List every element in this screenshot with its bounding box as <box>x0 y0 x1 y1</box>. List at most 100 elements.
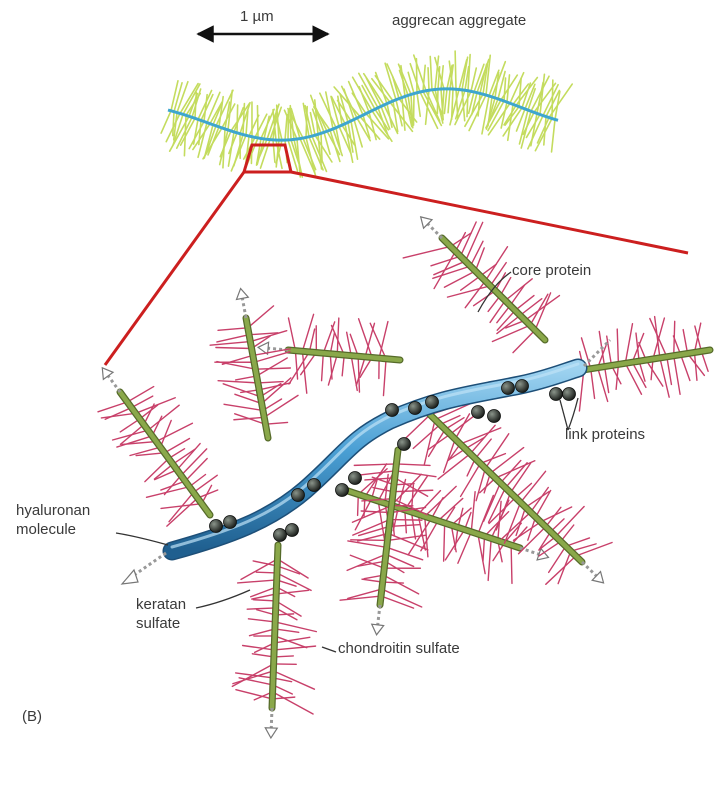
chondroitin-sulfate-chain <box>591 369 595 399</box>
continuation-arrowhead <box>236 288 248 299</box>
link-protein <box>502 382 515 395</box>
chondroitin-sulfate-chain <box>354 464 396 465</box>
chondroitin-sulfate-chain <box>254 352 290 363</box>
link-protein <box>563 388 576 401</box>
chondroitin-sulfate-chain <box>253 349 291 356</box>
chondroitin-sulfate-chain <box>646 360 663 386</box>
chondroitin-sulfate-chain <box>156 423 192 441</box>
chondroitin-sulfate-chain <box>328 354 337 385</box>
chondroitin-sulfate-chain <box>674 356 680 395</box>
link-protein <box>308 479 321 492</box>
overview-bristle <box>273 140 275 162</box>
chondroitin-sulfate-chain <box>224 404 263 410</box>
chondroitin-sulfate-chain <box>405 476 428 510</box>
link-proteins-label: link proteins <box>565 426 645 444</box>
chondroitin-sulfate-chain <box>625 363 641 394</box>
chondroitin-sulfate-chain <box>461 276 481 290</box>
chondroitin-sulfate-chain <box>381 596 414 608</box>
chondroitin-sulfate-chain <box>167 498 198 526</box>
chondroitin-sulfate-chain <box>276 590 308 594</box>
overview-bristle <box>437 89 438 113</box>
chondroitin-sulfate-chain <box>274 646 315 650</box>
chondroitin-sulfate-chain <box>360 471 396 475</box>
chondroitin-sulfate-chain <box>476 468 485 500</box>
chondroitin-sulfate-chain <box>258 382 283 383</box>
chondroitin-sulfate-chain <box>490 301 505 323</box>
link-protein <box>210 520 223 533</box>
chondroitin-sulfate-chain <box>289 352 309 384</box>
chondroitin-sulfate-chain <box>160 420 171 447</box>
chondroitin-sulfate-chain <box>395 478 428 496</box>
chondroitin-sulfate-chain <box>337 318 339 354</box>
continuation-arrowhead <box>372 624 384 635</box>
chondroitin-sulfate-chain <box>243 645 275 649</box>
chondroitin-sulfate-chain <box>147 487 190 498</box>
chondroitin-sulfate-chain <box>396 471 436 477</box>
overview-bristle <box>417 93 420 117</box>
aggregate-overview <box>161 51 572 177</box>
aggregate-title: aggrecan aggregate <box>392 12 526 30</box>
chondroitin-sulfate-chain <box>295 351 297 379</box>
link-protein <box>386 404 399 417</box>
chondroitin-sulfate-chain <box>511 545 512 583</box>
chondroitin-sulfate-chain <box>247 608 275 609</box>
link-protein <box>274 529 287 542</box>
chondroitin-sulfate-chain <box>288 318 295 351</box>
chondroitin-sulfate-chain <box>438 454 470 479</box>
overview-bristle <box>342 86 357 118</box>
zoom-indicator <box>105 145 688 365</box>
chondroitin-sulfate-chain <box>348 541 387 547</box>
chondroitin-sulfate-chain <box>617 329 618 364</box>
chondroitin-sulfate-chain <box>165 439 190 453</box>
link-protein <box>472 406 485 419</box>
overview-bristle <box>537 118 549 143</box>
chondroitin-sulfate-chain <box>239 678 273 685</box>
overview-bristle <box>171 81 178 111</box>
chondroitin-label: chondroitin sulfate <box>338 640 460 658</box>
overview-bristle <box>552 80 553 118</box>
chondroitin-sulfate-chain <box>383 575 418 594</box>
link-protein <box>349 472 362 485</box>
chondroitin-sulfate-chain <box>681 355 690 381</box>
chondroitin-sulfate-chain <box>438 498 463 520</box>
chondroitin-sulfate-chain <box>625 324 632 364</box>
link-protein <box>224 516 237 529</box>
overview-bristle <box>428 68 429 90</box>
hyaluronan-label-line1: hyaluronan <box>16 502 90 520</box>
chondroitin-sulfate-chain <box>444 523 445 561</box>
chondroitin-sulfate-chain <box>185 459 207 482</box>
chondroitin-sulfate-chain <box>105 408 131 420</box>
continuation-arrowhead <box>265 728 277 738</box>
chondroitin-sulfate-chain <box>234 417 264 419</box>
overview-bristle <box>552 119 555 151</box>
chondroitin-sulfate-chain <box>127 387 153 402</box>
chondroitin-sulfate-chain <box>250 331 286 342</box>
chondroitin-sulfate-chain <box>513 330 535 352</box>
overview-bristle <box>504 78 506 101</box>
overview-bristle <box>321 133 322 162</box>
chondroitin-sulfate-chain <box>390 520 422 521</box>
chondroitin-sulfate-chain <box>483 536 485 561</box>
chondroitin-sulfate-chain <box>683 330 687 354</box>
aggrecan-detail <box>98 217 710 738</box>
overview-bristle <box>257 106 258 138</box>
chondroitin-sulfate-chain <box>273 692 313 714</box>
overview-bristle <box>442 89 444 113</box>
chondroitin-sulfate-chain <box>607 336 612 365</box>
chondroitin-sulfate-chain <box>488 538 491 580</box>
chondroitin-sulfate-chain <box>424 420 435 465</box>
link-protein <box>426 396 439 409</box>
chondroitin-sulfate-chain <box>431 256 460 266</box>
chondroitin-sulfate-chain <box>218 381 258 383</box>
overview-bristle <box>285 115 287 140</box>
chondroitin-sulfate-chain <box>403 246 450 258</box>
chondroitin-sulfate-chain <box>259 383 290 390</box>
chondroitin-sulfate-chain <box>358 356 359 392</box>
chondroitin-sulfate-chain <box>632 362 646 387</box>
chondroitin-sulfate-chain <box>250 629 275 636</box>
keratan-label-line2: sulfate <box>136 615 180 633</box>
chondroitin-sulfate-chain <box>515 296 534 311</box>
overview-bristle <box>161 111 171 133</box>
chondroitin-sulfate-chain <box>485 434 508 469</box>
